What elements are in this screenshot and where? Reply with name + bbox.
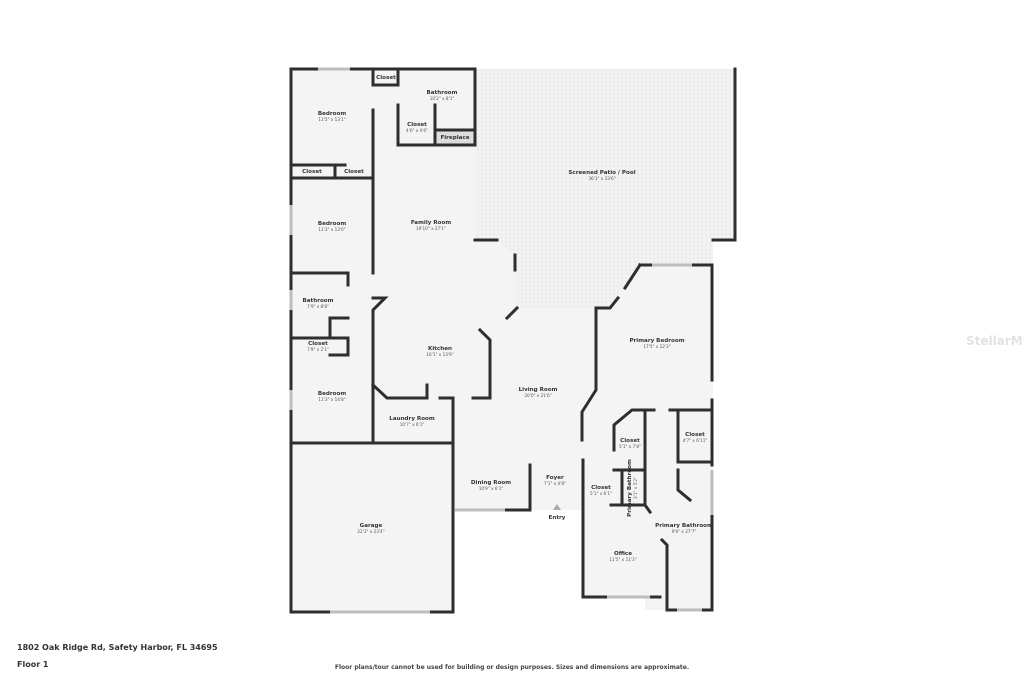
svg-text:10'7" x 6'1": 10'7" x 6'1" xyxy=(400,422,425,427)
room-name: Bedroom xyxy=(318,111,347,117)
svg-text:10'2" x 8'1": 10'2" x 8'1" xyxy=(430,96,455,101)
floor-label: Floor 1 xyxy=(17,660,49,669)
svg-text:20'0" x 21'6": 20'0" x 21'6" xyxy=(524,393,551,398)
svg-text:11'5" x 13'1": 11'5" x 13'1" xyxy=(318,117,345,122)
svg-text:Primary Bedroom: Primary Bedroom xyxy=(629,338,684,344)
svg-text:Screened Patio / Pool: Screened Patio / Pool xyxy=(568,170,635,176)
svg-text:5'1" x 6'1": 5'1" x 6'1" xyxy=(590,491,612,496)
svg-text:Closet: Closet xyxy=(302,169,322,175)
property-address: 1802 Oak Ridge Rd, Safety Harbor, FL 346… xyxy=(17,643,218,652)
svg-text:7'1" x 4'8": 7'1" x 4'8" xyxy=(544,481,566,486)
svg-text:Closet: Closet xyxy=(407,122,427,128)
disclaimer: Floor plans/tour cannot be used for buil… xyxy=(334,664,690,671)
svg-text:Office: Office xyxy=(614,551,632,557)
svg-text:Foyer: Foyer xyxy=(546,475,564,481)
svg-text:Closet: Closet xyxy=(376,75,396,81)
svg-text:22'3" x 23'4": 22'3" x 23'4" xyxy=(357,529,384,534)
svg-text:Primary Bathroom: Primary Bathroom xyxy=(655,523,713,529)
svg-text:Closet: Closet xyxy=(344,169,364,175)
svg-text:11'5" x 11'3": 11'5" x 11'3" xyxy=(609,557,636,562)
svg-text:17'5" x 22'3": 17'5" x 22'3" xyxy=(643,344,670,349)
svg-text:Fireplace: Fireplace xyxy=(440,135,469,141)
svg-text:Bathroom: Bathroom xyxy=(427,90,458,96)
svg-text:Closet: Closet xyxy=(620,438,640,444)
svg-text:7'9" x 8'8": 7'9" x 8'8" xyxy=(307,304,329,309)
entry-label: Entry xyxy=(549,515,566,521)
svg-text:Bedroom: Bedroom xyxy=(318,391,347,397)
svg-text:Primary Bathroom: Primary Bathroom xyxy=(627,459,633,517)
svg-text:4'7" x 6'11": 4'7" x 6'11" xyxy=(683,438,708,443)
svg-text:19'10" x 27'1": 19'10" x 27'1" xyxy=(416,226,446,231)
windows xyxy=(289,67,714,614)
svg-text:10'9" x 6'1": 10'9" x 6'1" xyxy=(479,486,504,491)
svg-text:7'9" x 2'1": 7'9" x 2'1" xyxy=(307,347,329,352)
svg-text:Family Room: Family Room xyxy=(411,220,452,226)
svg-text:11'3" x 13'0": 11'3" x 13'0" xyxy=(318,227,345,232)
svg-text:Closet: Closet xyxy=(308,341,328,347)
fireplace xyxy=(436,130,475,145)
entry-arrow-icon xyxy=(553,504,561,510)
svg-text:Bedroom: Bedroom xyxy=(318,221,347,227)
svg-text:16'1" x 13'9": 16'1" x 13'9" xyxy=(426,352,453,357)
watermark: StellarMLS xyxy=(966,334,1024,348)
house-floor xyxy=(291,69,713,612)
svg-text:Garage: Garage xyxy=(360,523,383,529)
svg-text:4'6" x 4'6": 4'6" x 4'6" xyxy=(406,128,428,133)
svg-text:36'1" x 33'6": 36'1" x 33'6" xyxy=(588,176,615,181)
svg-text:Laundry Room: Laundry Room xyxy=(389,416,435,422)
patio-area xyxy=(475,69,735,308)
svg-text:Kitchen: Kitchen xyxy=(428,346,452,352)
svg-text:Closet: Closet xyxy=(685,432,705,438)
svg-text:Dining Room: Dining Room xyxy=(471,480,511,486)
svg-text:5'1" x 7'8": 5'1" x 7'8" xyxy=(619,444,641,449)
svg-text:3'1" x 5'2": 3'1" x 5'2" xyxy=(633,477,638,499)
svg-text:Bathroom: Bathroom xyxy=(303,298,334,304)
svg-text:Closet: Closet xyxy=(591,485,611,491)
svg-text:11'3" x 14'8": 11'3" x 14'8" xyxy=(318,397,345,402)
svg-text:Living Room: Living Room xyxy=(519,387,558,393)
svg-text:9'6" x 27'7": 9'6" x 27'7" xyxy=(672,529,697,534)
